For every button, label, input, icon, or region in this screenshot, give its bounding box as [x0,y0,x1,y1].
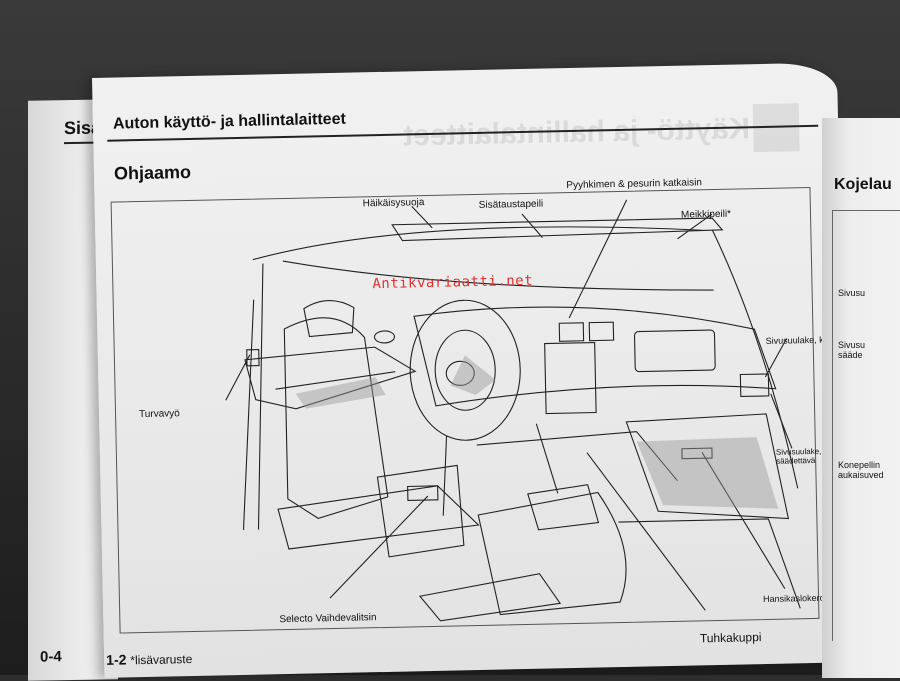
watermark: Antikvariaatti.net [372,272,534,293]
right-page-frame [832,210,900,641]
main-page: Käyttö- ja hallintalaitteet Auton käyttö… [92,62,850,678]
label-side-vent-adjustable: Sivusuulake, säädettävä [775,446,822,466]
page-header: Auton käyttö- ja hallintalaitteet [112,110,347,133]
page-footer: 1-2 *lisävaruste [106,650,193,668]
label-glovebox: Hansikaslokero [762,592,825,605]
page-number: 1-2 [106,651,127,668]
label-gear-selector: Selecto Vaihdevalitsin [279,612,377,626]
cabin-illustration [110,186,820,634]
right-page: Kojelau Sivusu Sivusu sääde Konepellin a… [822,118,900,678]
right-label-3: Konepellin aukaisuved [838,460,884,480]
label-mirror: Sisätaustapeili [478,198,544,211]
label-visor: Häikäisysuoja [362,197,425,210]
section-title: Ohjaamo [113,161,192,184]
footnote: *lisävaruste [130,652,193,668]
left-page-number: 0-4 [40,648,62,666]
label-vanity-mirror: Meikkipeili* [680,208,732,221]
label-seatbelt: Turvavyö [138,408,180,421]
right-page-heading: Kojelau [834,176,892,193]
cabin-drawing [225,199,801,622]
right-label-1: Sivusu [838,288,866,298]
label-ashtray: Tuhkakuppi [699,630,762,646]
right-label-2: Sivusu sääde [838,340,866,360]
